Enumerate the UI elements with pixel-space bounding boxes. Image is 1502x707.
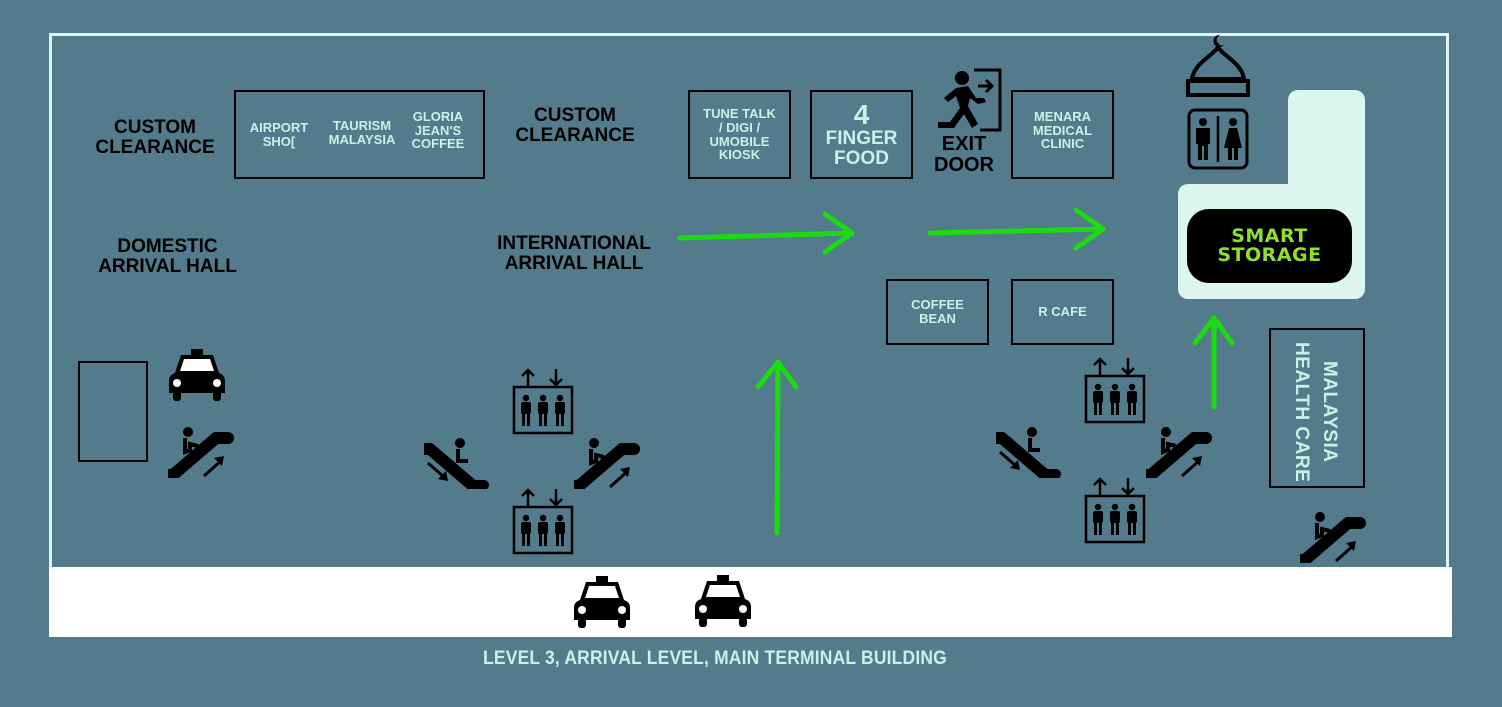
malaysia-health-care-line2: HEALTH CARE — [1290, 342, 1312, 483]
menara-medical-clinic[interactable]: MENARA MEDICAL CLINIC — [1011, 90, 1114, 179]
tune-talk-kiosk[interactable]: TUNE TALK / DIGI / UMOBILE KIOSK — [688, 90, 791, 179]
exit-door-icon — [938, 68, 1002, 132]
escalator-down-icon — [996, 426, 1062, 478]
malaysia-health-care-line1: MALAYSIA — [1318, 361, 1340, 463]
elevator-icon — [1084, 476, 1146, 544]
coffee-bean-label: COFFEE BEAN — [911, 297, 964, 326]
elevator-icon — [1084, 356, 1146, 424]
elevator-icon — [512, 487, 574, 555]
taxi-icon — [169, 349, 225, 401]
escalator-up-icon — [1146, 426, 1212, 478]
coffee-bean[interactable]: COFFEE BEAN — [886, 279, 989, 345]
malaysia-health-care[interactable] — [1269, 328, 1365, 488]
airport-shop-label[interactable]: AIRPORT SHO[ — [249, 120, 309, 149]
four-finger-food-number: 4 — [853, 98, 870, 130]
floor-title: LEVEL 3, ARRIVAL LEVEL, MAIN TERMINAL BU… — [483, 648, 947, 669]
tune-talk-kiosk-label: TUNE TALK / DIGI / UMOBILE KIOSK — [703, 106, 776, 163]
smart-storage-label: SMART STORAGE — [1217, 225, 1322, 266]
taxi-icon — [695, 575, 751, 627]
exit-door-label: EXIT DOOR — [934, 133, 994, 176]
terminal-floor-outline — [49, 33, 1449, 635]
unlabeled-room — [78, 361, 148, 462]
custom-clearance-left-label: CUSTOM CLEARANCE — [95, 117, 215, 158]
shops-block — [234, 90, 485, 179]
taxi-icon — [574, 576, 630, 628]
r-cafe[interactable]: R CAFE — [1011, 279, 1114, 345]
taxi-road-strip — [49, 567, 1452, 637]
international-arrival-hall-label: INTERNATIONAL ARRIVAL HALL — [497, 233, 651, 274]
escalator-up-icon — [574, 437, 640, 489]
smart-storage-badge[interactable]: SMART STORAGE — [1187, 209, 1352, 283]
taurism-malaysia-label[interactable]: TAURISM MALAYSIA — [328, 118, 396, 147]
elevator-icon — [512, 367, 574, 435]
escalator-up-icon — [1300, 511, 1366, 563]
four-finger-food-label: FINGER FOOD — [825, 127, 898, 169]
r-cafe-label: R CAFE — [1038, 304, 1087, 320]
custom-clearance-right-label: CUSTOM CLEARANCE — [515, 105, 635, 146]
domestic-arrival-hall-label: DOMESTIC ARRIVAL HALL — [98, 236, 237, 277]
gloria-jeans-coffee-label[interactable]: GLORIA JEAN'S COFFEE — [411, 109, 465, 152]
restroom-icon — [1187, 108, 1249, 170]
menara-medical-clinic-label: MENARA MEDICAL CLINIC — [1032, 109, 1093, 152]
mosque-prayer-room-icon — [1186, 34, 1250, 97]
escalator-up-icon — [168, 426, 234, 478]
escalator-down-icon — [424, 437, 490, 489]
four-finger-food[interactable]: 4 FINGER FOOD — [810, 90, 913, 179]
